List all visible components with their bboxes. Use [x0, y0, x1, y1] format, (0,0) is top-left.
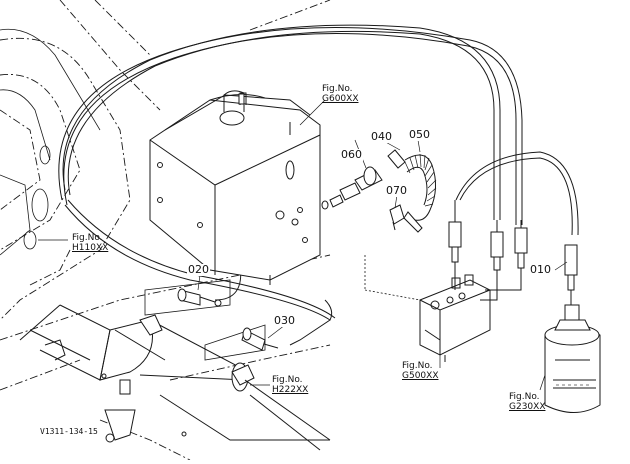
figref-g600: Fig.No. G600XX	[322, 84, 358, 104]
figref-g230-line1: Fig.No.	[509, 392, 540, 402]
leader-lines	[38, 99, 568, 391]
long-hoses	[58, 24, 523, 346]
figref-g600-line1: Fig.No.	[322, 84, 353, 94]
figref-h222-line2: H222XX	[272, 385, 309, 395]
frame-solid	[0, 28, 101, 256]
tank	[149, 90, 321, 285]
figref-h222: Fig.No. H222XX	[272, 375, 308, 395]
figref-g230-line2: G230XX	[509, 402, 546, 412]
fitting-060	[321, 166, 383, 210]
connector-020	[144, 279, 231, 316]
figref-h110-line1: Fig.No.	[72, 233, 103, 243]
vertical-connectors	[448, 200, 528, 301]
figref-g500: Fig.No. G500XX	[402, 361, 438, 381]
drawing-code: V1311-134-15	[40, 427, 98, 436]
figref-g500-line2: G500XX	[402, 371, 439, 381]
part-020-label: 020	[187, 263, 210, 276]
dotted-link	[364, 255, 421, 301]
figref-g600-line2: G600XX	[322, 94, 359, 104]
figref-g230: Fig.No. G230XX	[509, 392, 545, 412]
part-040-label: 040	[370, 130, 393, 143]
figref-h222-line1: Fig.No.	[272, 375, 303, 385]
cylinder	[19, 304, 331, 451]
valve-block	[419, 274, 491, 362]
part-060-label: 060	[340, 148, 363, 161]
figref-h110: Fig.No. H110XX	[72, 233, 108, 253]
part-050-label: 050	[408, 128, 431, 141]
hose-050	[387, 149, 437, 233]
figref-h110-line2: H110XX	[72, 243, 109, 253]
part-030-label: 030	[273, 314, 296, 327]
part-070-label: 070	[385, 184, 408, 197]
fitting-070	[389, 204, 405, 231]
figref-g500-line1: Fig.No.	[402, 361, 433, 371]
connector-030	[204, 324, 279, 361]
part-010-label: 010	[529, 263, 552, 276]
gauge-010	[544, 244, 601, 413]
